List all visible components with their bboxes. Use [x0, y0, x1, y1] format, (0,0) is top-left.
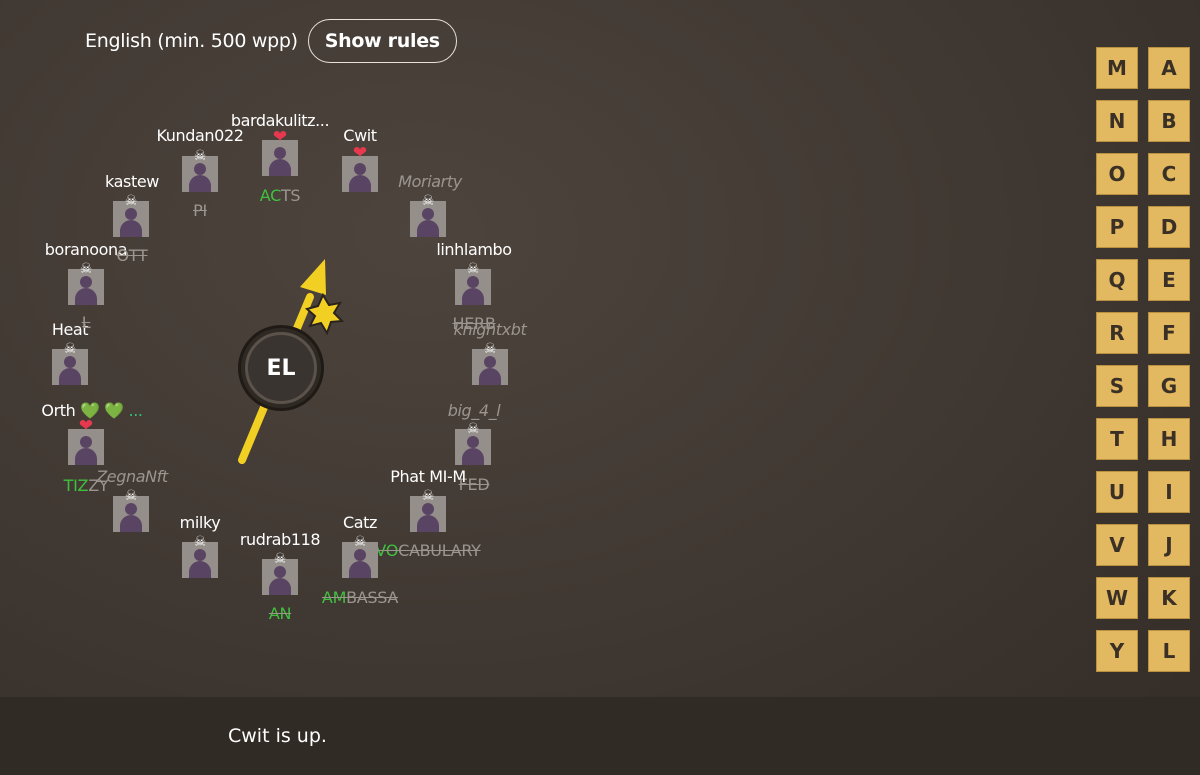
player-avatar: ☠	[455, 261, 491, 305]
player-name: Orth 💚 💚 ...	[41, 401, 143, 420]
player-word: TIZZY	[63, 476, 109, 495]
letter-tile: B	[1148, 100, 1190, 142]
syllable-prompt: EL	[245, 332, 317, 404]
letter-tile: U	[1096, 471, 1138, 513]
skull-icon: ☠	[79, 261, 93, 277]
letter-tile: P	[1096, 206, 1138, 248]
player-avatar: ☠	[410, 488, 446, 532]
letter-tile: O	[1096, 153, 1138, 195]
turn-status: Cwit is up.	[228, 725, 327, 747]
letter-tile: D	[1148, 206, 1190, 248]
letter-tile: Y	[1096, 630, 1138, 672]
status-bar: Cwit is up.	[0, 697, 1200, 775]
player-name: big_4_l	[447, 401, 501, 420]
letter-tile: R	[1096, 312, 1138, 354]
player-name: knightxbt	[453, 320, 527, 339]
player-avatar: ☠	[455, 421, 491, 465]
skull-icon: ☠	[124, 193, 138, 209]
player-name: rudrab118	[239, 530, 321, 549]
skull-icon: ☠	[273, 551, 287, 567]
player-avatar: ❤	[342, 145, 378, 192]
player-word: HERB	[452, 314, 496, 333]
player-avatar: ☠	[262, 551, 298, 595]
letter-tile: W	[1096, 577, 1138, 619]
letter-tile: S	[1096, 365, 1138, 407]
player-name: Cwit	[343, 126, 377, 145]
player-avatar: ☠	[182, 534, 218, 578]
bomb: EL	[238, 325, 324, 411]
skull-icon: ☠	[353, 534, 367, 550]
show-rules-button[interactable]: Show rules	[307, 18, 457, 63]
player-word: AMBASSA	[321, 588, 399, 607]
letter-tile: C	[1148, 153, 1190, 195]
letter-tile: Q	[1096, 259, 1138, 301]
player-avatar: ☠	[113, 193, 149, 237]
skull-icon: ☠	[124, 488, 138, 504]
letter-tile: H	[1148, 418, 1190, 460]
player-name: linhlambo	[436, 240, 512, 259]
letter-tile: I	[1148, 471, 1190, 513]
letter-tile: L	[1148, 630, 1190, 672]
skull-icon: ☠	[193, 534, 207, 550]
player-avatar: ☠	[410, 193, 446, 237]
letter-tile: N	[1096, 100, 1138, 142]
player-avatar: ☠	[182, 148, 218, 192]
letter-tile: F	[1148, 312, 1190, 354]
lives-hearts: 💚 💚 ...	[80, 401, 143, 420]
letter-tile: J	[1148, 524, 1190, 566]
skull-icon: ☠	[466, 421, 480, 437]
player-name: kastew	[105, 172, 159, 191]
heart-icon: ❤	[272, 127, 288, 147]
language-label: English (min. 500 wpp)	[85, 29, 298, 52]
player-avatar: ☠	[52, 341, 88, 385]
player-word: AN	[268, 604, 292, 623]
player-name: Phat MI-M	[390, 467, 466, 486]
player-avatar: ❤	[68, 418, 104, 465]
player-name: bardakulitz...	[230, 111, 330, 130]
player-word: VOCABULARY	[375, 541, 481, 560]
letter-tile: V	[1096, 524, 1138, 566]
letter-tile: G	[1148, 365, 1190, 407]
player-word: L	[81, 313, 91, 332]
letter-tile: A	[1148, 47, 1190, 89]
skull-icon: ☠	[466, 261, 480, 277]
player-avatar: ☠	[113, 488, 149, 532]
player-avatar: ☠	[472, 341, 508, 385]
skull-icon: ☠	[63, 341, 77, 357]
player-name: milky	[179, 513, 221, 532]
skull-icon: ☠	[421, 488, 435, 504]
player-word: FED	[458, 475, 490, 494]
letter-tile: M	[1096, 47, 1138, 89]
player-name: ZegnaNft	[96, 467, 168, 486]
player-avatar: ☠	[342, 534, 378, 578]
player-name: Catz	[342, 513, 378, 532]
player-avatar: ☠	[68, 261, 104, 305]
player-name: boranoona	[44, 240, 128, 259]
letter-tile: K	[1148, 577, 1190, 619]
player-word: OTT	[116, 246, 148, 265]
player-name: Kundan022	[156, 126, 244, 145]
letter-tile: E	[1148, 259, 1190, 301]
heart-icon: ❤	[352, 143, 368, 163]
player-word: ACTS	[259, 186, 301, 205]
skull-icon: ☠	[483, 341, 497, 357]
player-word: PI	[193, 201, 207, 220]
top-bar: English (min. 500 wpp) Show rules	[85, 17, 457, 64]
skull-icon: ☠	[421, 193, 435, 209]
skull-icon: ☠	[193, 148, 207, 164]
player-name: Moriarty	[398, 172, 462, 191]
heart-icon: ❤	[78, 416, 94, 436]
player-name: Heat	[51, 320, 89, 339]
letter-tile: T	[1096, 418, 1138, 460]
player-avatar: ❤	[262, 129, 298, 176]
